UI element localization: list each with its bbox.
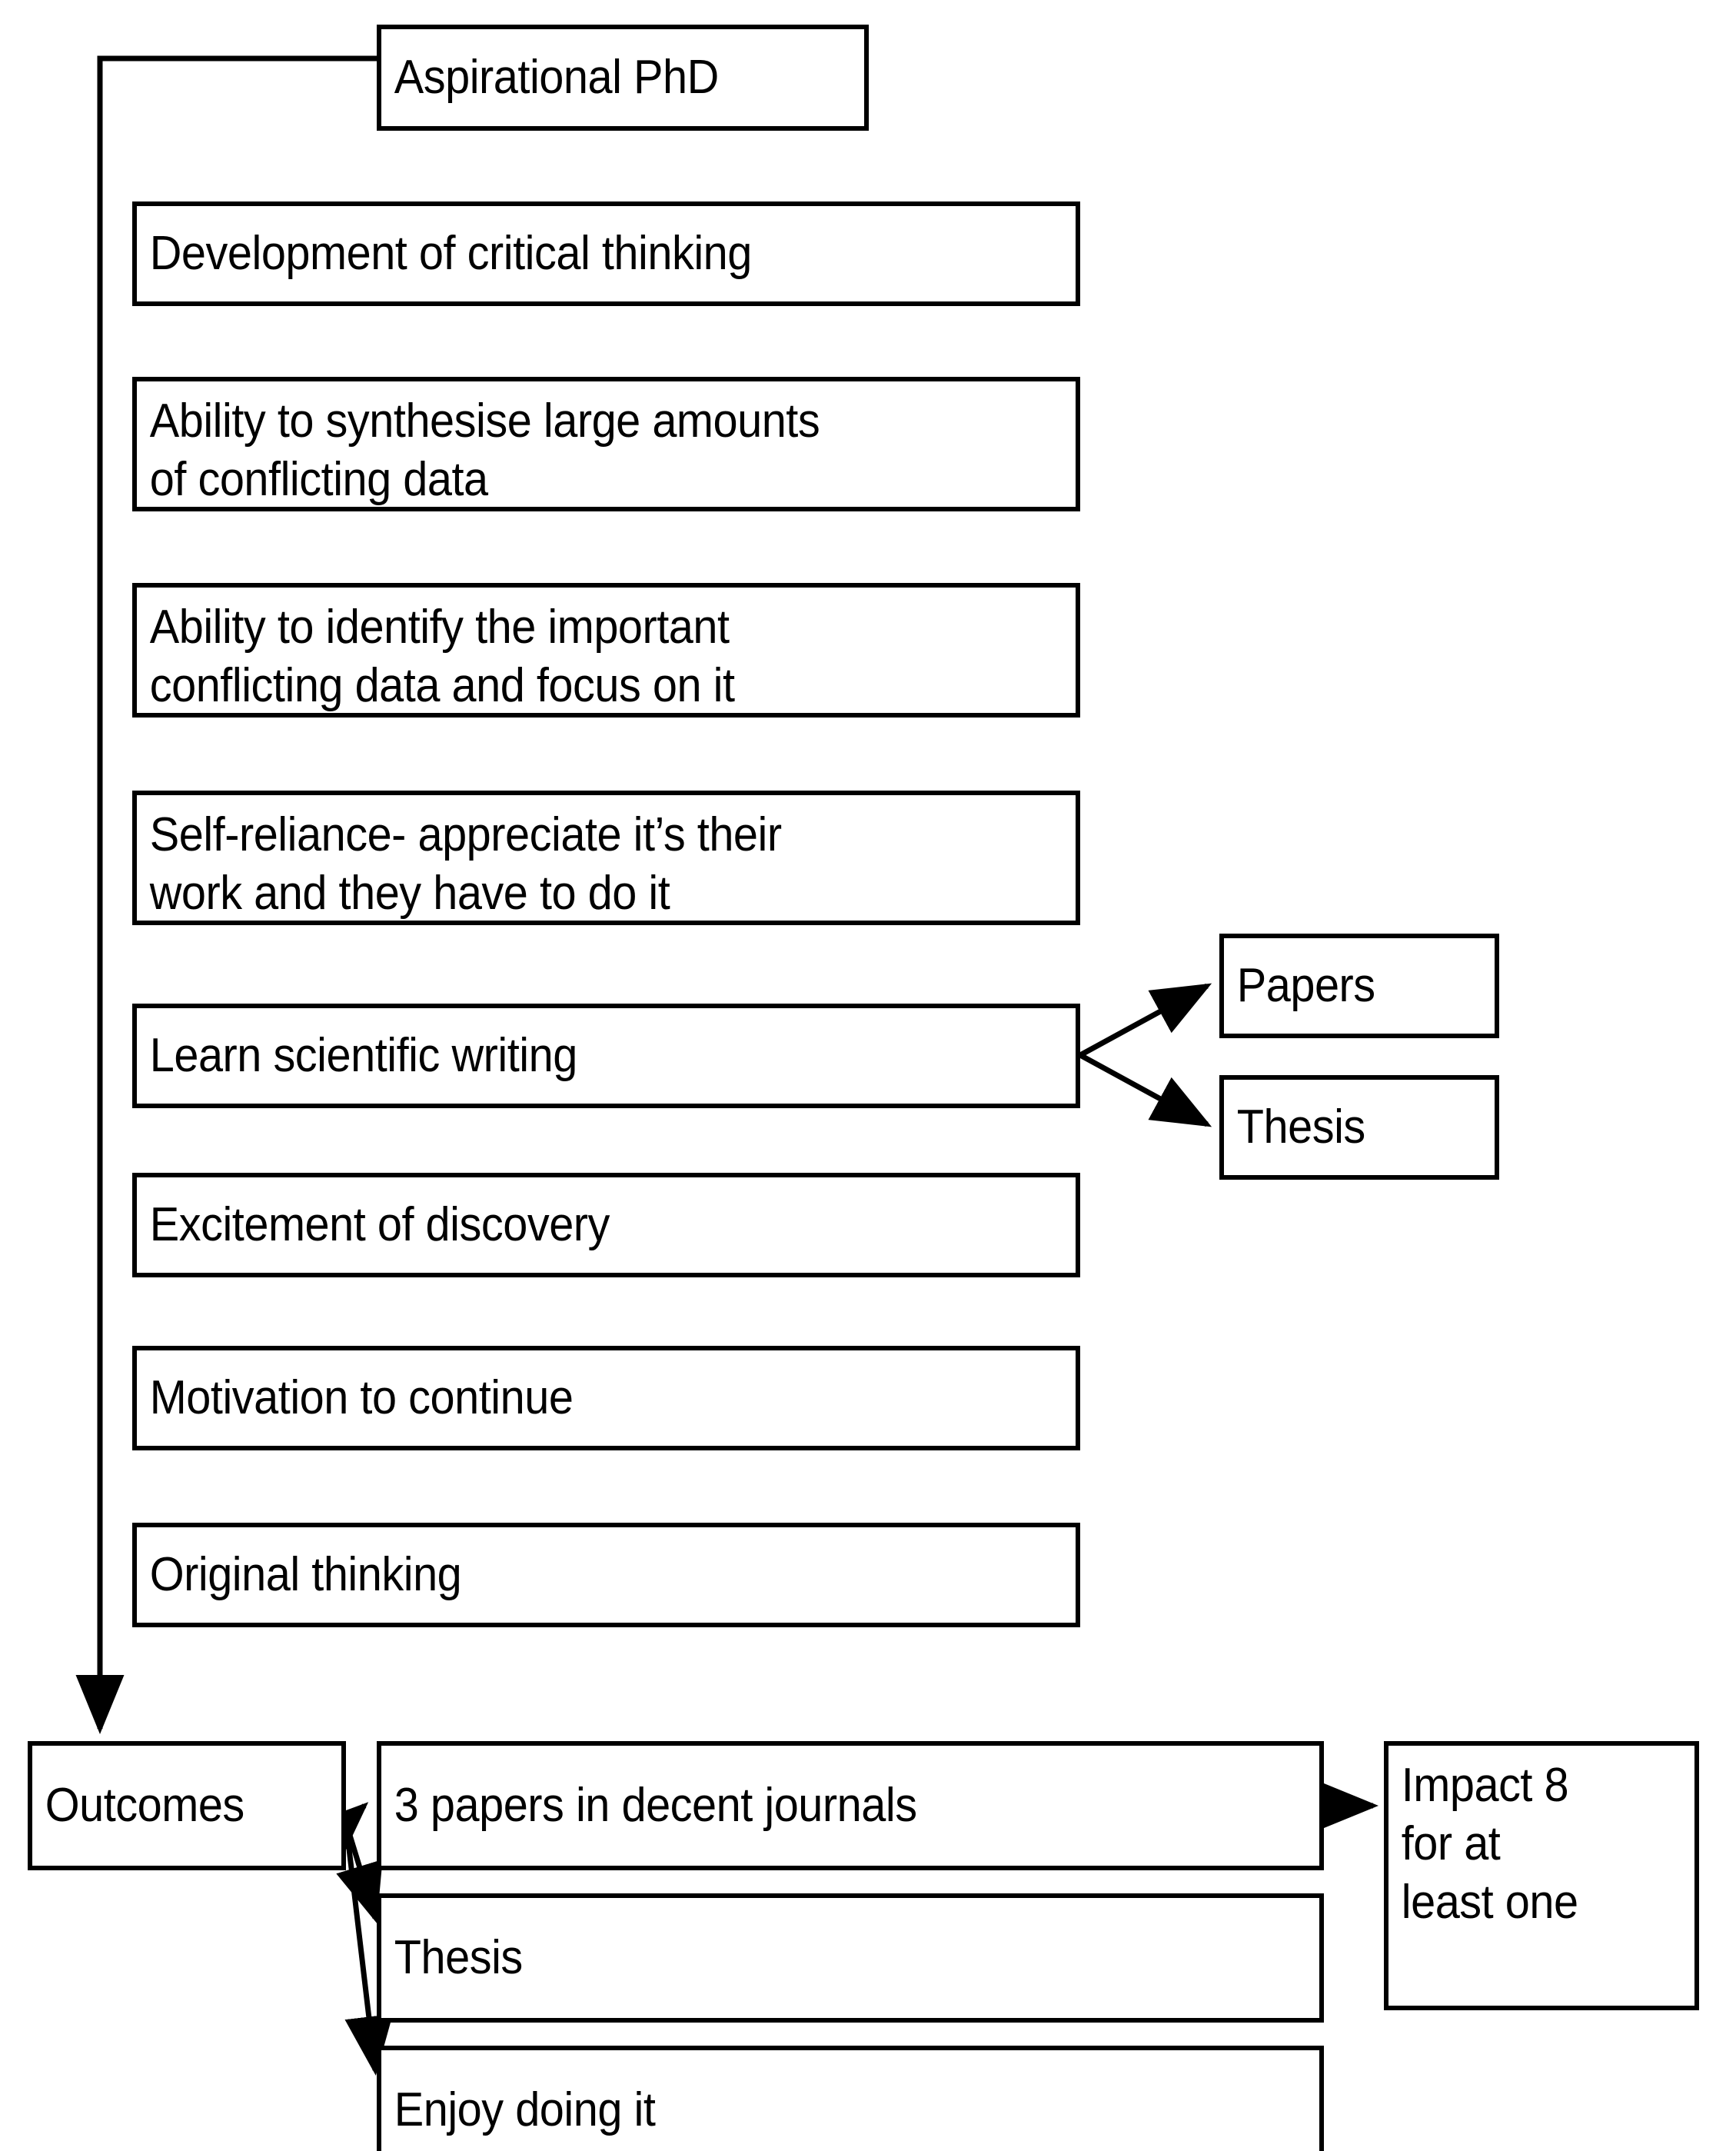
node-label: Motivation to continue <box>149 1371 574 1424</box>
node-label: Ability to synthesise large amounts of c… <box>149 395 820 506</box>
node-impact-8[interactable]: Impact 8 for at least one <box>1384 1741 1699 2010</box>
node-label: Thesis <box>394 1931 524 1984</box>
node-label: Ability to identify the important confli… <box>149 601 735 712</box>
connector-outcomes-to-papers <box>308 1802 369 1860</box>
node-motivation-to-continue[interactable]: Motivation to continue <box>132 1346 1080 1450</box>
node-label: Original thinking <box>149 1548 462 1601</box>
node-3-papers-in-decent-journals[interactable]: 3 papers in decent journals <box>377 1741 1324 1870</box>
node-label: Thesis <box>1236 1100 1366 1154</box>
node-enjoy-doing-it[interactable]: Enjoy doing it <box>377 2046 1324 2151</box>
node-papers[interactable]: Papers <box>1219 934 1499 1038</box>
node-excitement-of-discovery[interactable]: Excitement of discovery <box>132 1173 1080 1277</box>
node-aspirational-phd[interactable]: Aspirational PhD <box>377 25 869 131</box>
connector-outcomes-to-enjoy <box>343 1822 394 2076</box>
node-label: Aspirational PhD <box>394 51 719 104</box>
node-label: Outcomes <box>45 1779 245 1832</box>
node-thesis-outcome[interactable]: Thesis <box>377 1893 1324 2023</box>
node-development-of-critical-thinking[interactable]: Development of critical thinking <box>132 201 1080 306</box>
node-label: Papers <box>1236 959 1375 1012</box>
node-label: Enjoy doing it <box>394 2083 656 2136</box>
node-label: Excitement of discovery <box>149 1198 610 1251</box>
node-label: 3 papers in decent journals <box>394 1779 917 1832</box>
node-ability-to-identify[interactable]: Ability to identify the important confli… <box>132 583 1080 718</box>
node-original-thinking[interactable]: Original thinking <box>132 1523 1080 1627</box>
node-label: Learn scientific writing <box>149 1029 578 1082</box>
node-ability-to-synthesise[interactable]: Ability to synthesise large amounts of c… <box>132 377 1080 511</box>
node-thesis-writing[interactable]: Thesis <box>1219 1075 1499 1180</box>
node-learn-scientific-writing[interactable]: Learn scientific writing <box>132 1004 1080 1108</box>
node-label: Development of critical thinking <box>149 227 753 280</box>
connector-writing-to-papers <box>1079 983 1212 1058</box>
node-label: Self-reliance- appreciate it’s their wor… <box>149 808 782 920</box>
node-label: Impact 8 for at least one <box>1401 1759 1578 1929</box>
connector-writing-to-thesis <box>1079 1052 1212 1127</box>
node-outcomes[interactable]: Outcomes <box>28 1741 346 1870</box>
node-self-reliance[interactable]: Self-reliance- appreciate it’s their wor… <box>132 791 1080 925</box>
connector-outcomes-to-thesis <box>336 1821 383 1923</box>
